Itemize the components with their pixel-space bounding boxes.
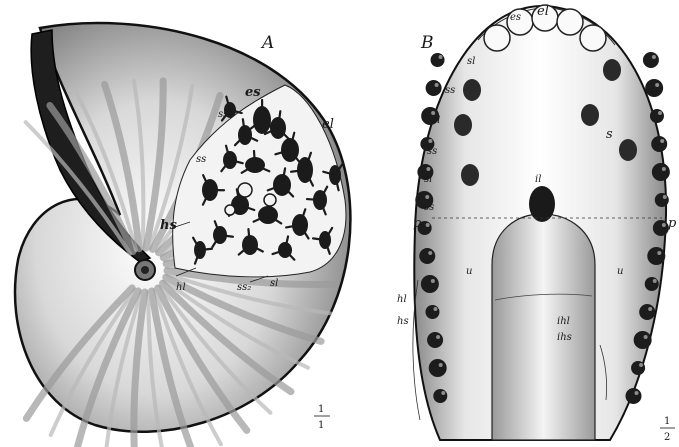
suture-saddle	[427, 332, 443, 348]
suture-saddle	[643, 52, 659, 68]
label-ihl: ihl	[557, 316, 570, 327]
label-hl-b: hl	[397, 294, 407, 305]
label-hs-b: hs	[397, 316, 409, 327]
label-u-right: u	[617, 266, 623, 277]
label-hl: hl	[176, 282, 186, 293]
label-il: il	[535, 174, 541, 185]
scale-a-denominator: 1	[318, 420, 324, 431]
suture-saddle	[425, 305, 439, 319]
panel-letter-b: B	[420, 33, 434, 53]
label-hs: hs	[160, 218, 177, 233]
label-sl: sl	[270, 278, 278, 289]
label-ss-3: ss	[424, 202, 434, 213]
suture-saddle	[419, 248, 435, 264]
internal-lobe	[529, 186, 555, 222]
scale-a-numerator: 1	[318, 404, 324, 415]
scale-b-numerator: 1	[664, 416, 670, 427]
ammonite-ventral-view: B es el sl ss sl ss sl ss s il p p u u h…	[397, 4, 677, 443]
label-ihs: ihs	[557, 332, 572, 343]
suture-saddle	[650, 109, 664, 123]
suture-saddle	[651, 136, 667, 152]
label-u-left: u	[466, 266, 472, 277]
label-p-right: p	[668, 216, 677, 231]
suture-saddle	[645, 277, 659, 291]
suture-saddle	[647, 247, 665, 265]
suture-saddle	[631, 361, 645, 375]
panel-letter-a: A	[260, 33, 274, 53]
suture-saddle	[421, 275, 439, 293]
label-ss-1: ss	[445, 85, 455, 96]
suture-saddle	[639, 304, 655, 320]
label-ss: ss	[196, 154, 206, 165]
suture-saddle	[429, 359, 447, 377]
suture-saddle	[634, 331, 652, 349]
label-es-b: es	[510, 12, 521, 23]
label-el: el	[322, 117, 334, 132]
suture-saddle	[426, 80, 442, 96]
suture-saddle	[653, 220, 669, 236]
label-sl-3: sl	[424, 174, 432, 185]
suture-saddle	[431, 53, 445, 67]
ammonite-lateral-view: A es ss₁ el ss hs hl ss₂ sl 1 1	[15, 23, 350, 447]
label-ss2-b: ss	[427, 146, 437, 157]
label-p-left: p	[413, 216, 422, 231]
label-sl-1: sl	[467, 56, 475, 67]
label-s: s	[606, 127, 613, 142]
suture-saddle	[655, 193, 669, 207]
suture-saddle	[626, 388, 642, 404]
suture-saddle	[652, 163, 670, 181]
suture-saddle	[433, 389, 447, 403]
inner-whorl-cross-section	[492, 214, 595, 440]
label-el-b: el	[537, 4, 549, 19]
label-ss2: ss₂	[237, 282, 251, 293]
scale-b-denominator: 2	[664, 432, 670, 443]
label-sl-2: sl	[432, 115, 440, 126]
label-es: es	[245, 85, 261, 100]
label-ss1: ss₁	[218, 109, 232, 120]
suture-saddle	[645, 79, 663, 97]
